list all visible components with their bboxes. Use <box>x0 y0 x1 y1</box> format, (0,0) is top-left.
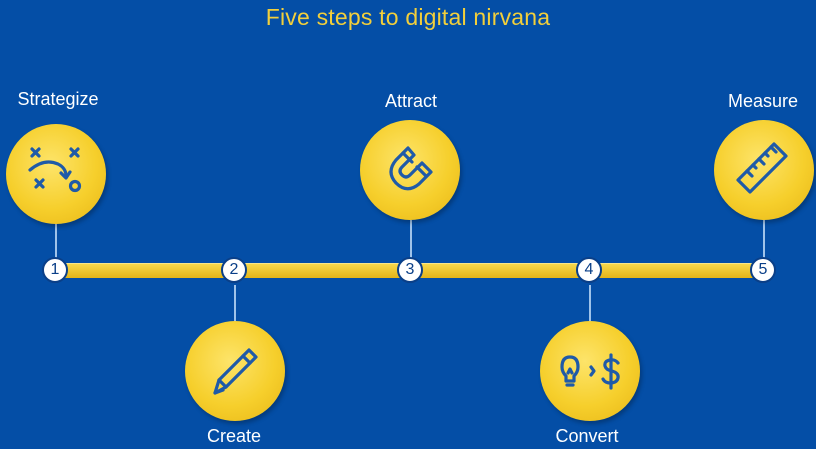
strategy-play-icon <box>28 147 82 193</box>
step-marker-4: 4 <box>576 257 602 283</box>
connector-3 <box>410 220 412 262</box>
pencil-icon <box>213 348 258 395</box>
ruler-icon <box>736 142 788 194</box>
step-circle-attract <box>360 120 460 220</box>
step-label-measure: Measure <box>727 91 799 111</box>
step-circle-measure <box>714 120 814 220</box>
connector-1 <box>55 222 57 262</box>
step-circle-strategize <box>6 124 106 224</box>
lightbulb-to-dollar-icon <box>560 353 620 390</box>
step-marker-5: 5 <box>750 257 776 283</box>
step-circle-create <box>185 321 285 421</box>
step-circle-convert <box>540 321 640 421</box>
step-label-attract: Attract <box>384 91 437 111</box>
step-label-convert: Convert <box>555 426 619 446</box>
step-label-strategize: Strategize <box>17 89 99 109</box>
diagram-title: Five steps to digital nirvana <box>265 4 551 30</box>
step-marker-1: 1 <box>42 257 68 283</box>
connector-2 <box>234 285 236 321</box>
magnet-icon <box>389 146 433 191</box>
step-marker-3: 3 <box>397 257 423 283</box>
step-label-create: Create <box>206 426 262 446</box>
connector-4 <box>589 285 591 321</box>
connector-5 <box>763 220 765 262</box>
step-marker-2: 2 <box>221 257 247 283</box>
